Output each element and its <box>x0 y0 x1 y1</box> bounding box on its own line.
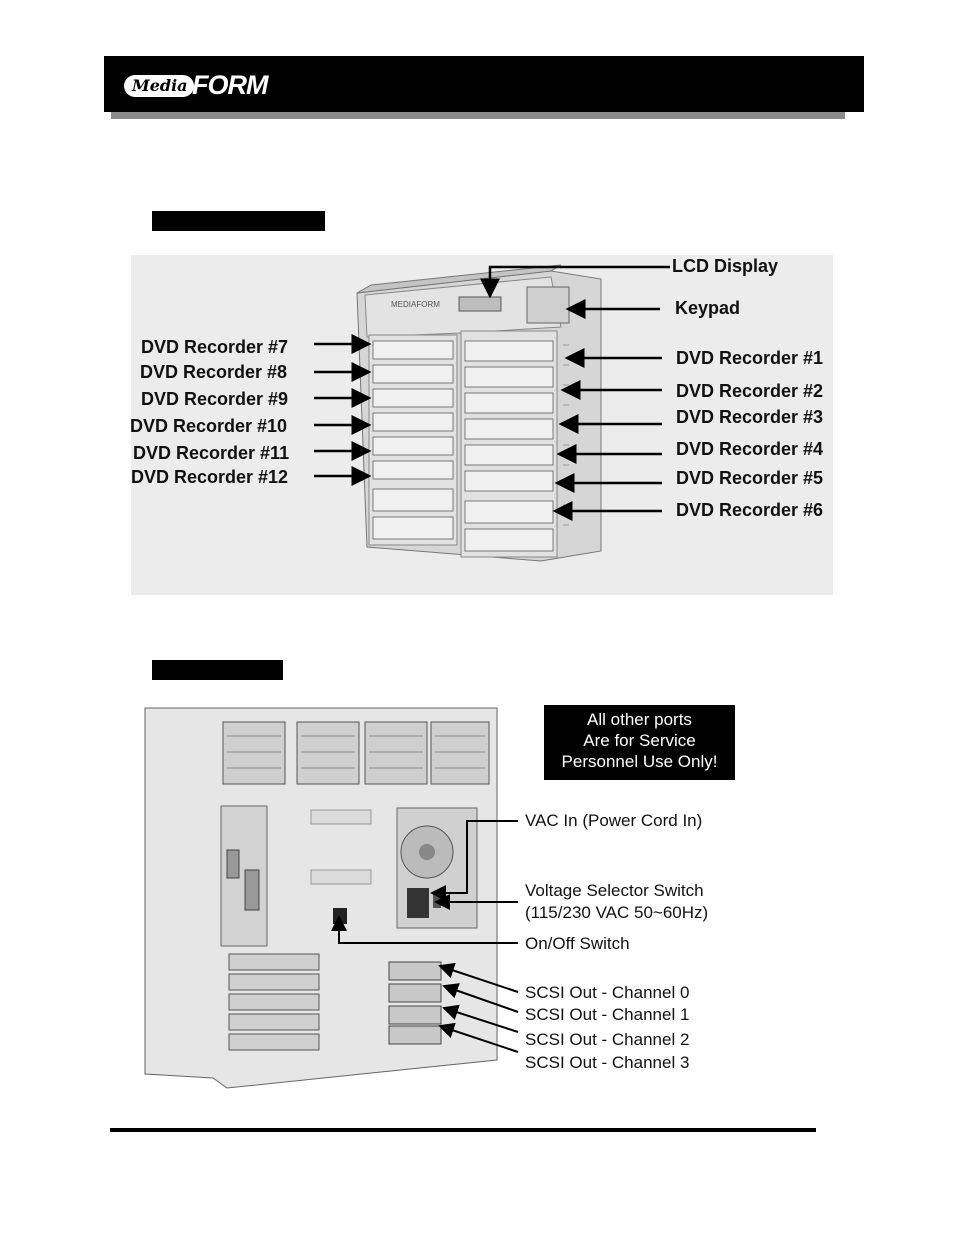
on-off-switch-label: On/Off Switch <box>525 934 630 953</box>
scsi-channel-0-label: SCSI Out - Channel 0 <box>525 983 690 1002</box>
dvd-recorder-12-label: DVD Recorder #12 <box>131 467 289 487</box>
notice-line-3: Personnel Use Only! <box>561 752 718 771</box>
scsi-channel-3-label: SCSI Out - Channel 3 <box>525 1053 690 1072</box>
scsi-channel-2-label: SCSI Out - Channel 2 <box>525 1030 690 1049</box>
logo-media-text: Media <box>132 76 188 95</box>
dvd-recorder-7-label: DVD Recorder #7 <box>141 337 289 357</box>
voltage-selector-label: Voltage Selector Switch <box>525 881 704 900</box>
voltage-range-label: (115/230 VAC 50~60Hz) <box>525 903 709 922</box>
front-view-photo: MEDIAFORM <box>131 255 833 595</box>
rear-view-heading-bar <box>152 660 283 680</box>
notice-line-2: Are for Service <box>583 731 696 750</box>
service-notice: All other ports Are for Service Personne… <box>544 705 735 780</box>
footer-rule <box>110 1128 816 1132</box>
dvd-recorder-1-label: DVD Recorder #1 <box>676 348 824 368</box>
dvd-recorder-9-label: DVD Recorder #9 <box>141 389 289 409</box>
dvd-recorder-6-label: DVD Recorder #6 <box>676 500 824 520</box>
front-view-heading-bar <box>152 211 325 231</box>
dvd-recorder-4-label: DVD Recorder #4 <box>676 439 824 459</box>
dvd-recorder-8-label: DVD Recorder #8 <box>140 362 288 382</box>
header-bar: Media FORM <box>104 56 864 112</box>
scsi-channel-1-label: SCSI Out - Channel 1 <box>525 1005 690 1024</box>
logo-pill <box>124 75 194 97</box>
svg-text:MEDIAFORM: MEDIAFORM <box>391 300 440 309</box>
notice-line-1: All other ports <box>587 710 692 729</box>
dvd-recorder-2-label: DVD Recorder #2 <box>676 381 824 401</box>
dvd-recorder-10-label: DVD Recorder #10 <box>130 416 288 436</box>
dvd-recorder-11-label: DVD Recorder #11 <box>133 443 290 463</box>
dvd-recorder-5-label: DVD Recorder #5 <box>676 468 824 488</box>
vac-in-label: VAC In (Power Cord In) <box>525 811 703 830</box>
rear-view-photo <box>141 700 501 1090</box>
dvd-recorder-3-label: DVD Recorder #3 <box>676 407 824 427</box>
lcd-display-label: LCD Display <box>672 256 779 276</box>
keypad-label: Keypad <box>675 298 741 318</box>
logo-form-text: FORM <box>192 70 268 100</box>
